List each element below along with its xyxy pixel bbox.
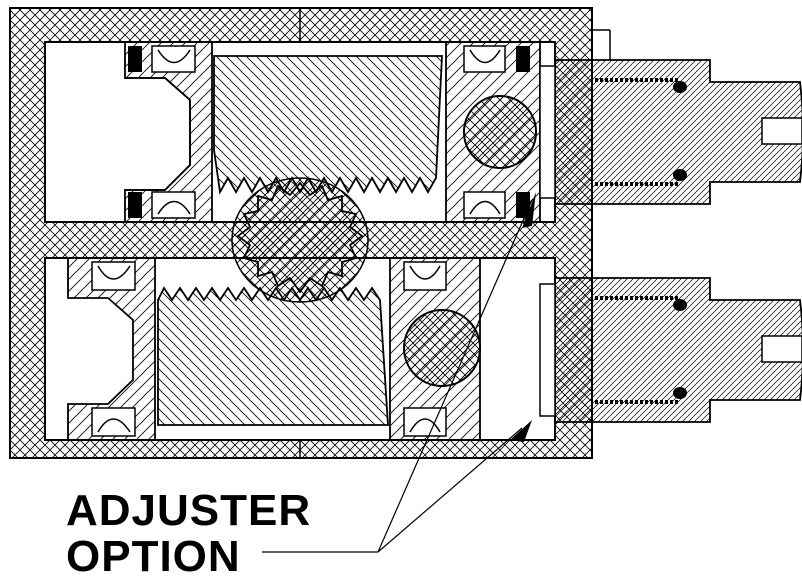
upper-right-piston bbox=[445, 41, 541, 223]
callout-line-1: ADJUSTER bbox=[66, 486, 312, 535]
lower-adjuster-screw bbox=[539, 277, 802, 423]
pinion-gear bbox=[231, 177, 369, 303]
upper-arrowhead bbox=[522, 192, 536, 228]
lower-left-piston bbox=[67, 257, 156, 441]
lower-right-piston bbox=[389, 257, 481, 441]
lower-rack bbox=[157, 286, 389, 426]
callout-line-2: OPTION bbox=[66, 532, 241, 581]
upper-left-piston bbox=[124, 41, 213, 223]
lower-arrowhead bbox=[510, 420, 532, 442]
callout-leader bbox=[262, 192, 536, 553]
upper-rack bbox=[213, 55, 443, 195]
callout-label: ADJUSTER OPTION bbox=[66, 488, 311, 580]
upper-adjuster-screw bbox=[539, 59, 802, 205]
